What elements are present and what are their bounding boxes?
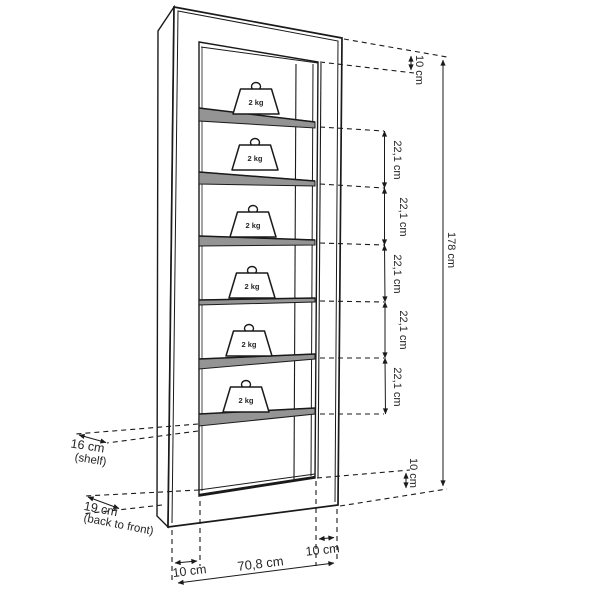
dim-right-frame <box>318 535 335 542</box>
ext-top-inner <box>319 61 415 74</box>
dim-chain-3 <box>381 244 388 303</box>
dim-shelf-spacing-label-5: 22,1 cm <box>391 367 403 406</box>
weight-3: 2 kg <box>229 204 277 238</box>
dim-shelf-depth-label: 16 cm <box>70 436 106 455</box>
weight-label: 2 kg <box>238 396 253 405</box>
weights: 2 kg 2 kg 2 kg 2 kg 2 kg 2 kg <box>222 81 280 413</box>
ext-unit-depth-1 <box>84 489 200 497</box>
weight-4: 2 kg <box>228 265 276 299</box>
niche-floor-back-edge <box>198 473 316 491</box>
ext-bottom-outer <box>339 488 448 507</box>
weight-label: 2 kg <box>248 98 263 107</box>
weight-label: 2 kg <box>247 154 262 163</box>
dimension-lines <box>78 55 446 585</box>
dim-shelf-depth <box>78 433 107 444</box>
shelf-4 <box>198 297 316 306</box>
dim-top-frame-label: 10 cm <box>413 55 425 85</box>
shelf-2 <box>198 171 316 187</box>
dim-total-height-label: 178 cm <box>445 232 457 268</box>
dim-shelf-spacing-label-1: 22,1 cm <box>391 140 403 179</box>
dim-shelf-spacing-label-2: 22,1 cm <box>397 197 409 236</box>
opening-right-edge-outer <box>317 62 322 479</box>
dim-right-frame-label: 10 cm <box>305 541 340 558</box>
dim-bottom-frame-label: 10 cm <box>407 458 419 488</box>
dim-unit-depth <box>87 496 120 509</box>
dim-left-frame-label: 10 cm <box>172 562 207 580</box>
ext-shelf-depth-1 <box>75 423 199 435</box>
dim-unit-depth-note: (back to front) <box>83 512 155 537</box>
dim-shelf-spacing-label-3: 22,1 cm <box>391 254 403 293</box>
shelf-1 <box>198 107 316 129</box>
ext-shelf-depth-2 <box>106 430 199 444</box>
ext-bottom-inner <box>316 469 411 479</box>
dimension-labels: 10 cm 22,1 cm 22,1 cm 22,1 cm 22,1 cm 22… <box>70 55 457 580</box>
shelf-3 <box>198 235 316 247</box>
frame-inset-edge <box>171 10 339 524</box>
weight-5: 2 kg <box>225 323 273 357</box>
niche-ceiling-edge <box>200 46 319 64</box>
ext-shelf-2 <box>319 183 385 189</box>
dim-unit-depth-label: 19 cm <box>83 499 119 519</box>
dim-chain-5 <box>382 357 389 415</box>
niche-floor-front-edge <box>198 475 316 497</box>
dim-shelf-spacing-label-4: 22,1 cm <box>397 310 409 349</box>
weight-2: 2 kg <box>231 137 279 171</box>
ext-top-outer <box>343 38 448 58</box>
weight-label: 2 kg <box>245 221 260 230</box>
dim-shelf-depth-note: (shelf) <box>74 452 108 469</box>
extension-lines <box>75 38 448 584</box>
dim-inner-width-label: 70,8 cm <box>237 553 285 574</box>
ext-shelf-4 <box>319 300 385 303</box>
ext-shelf-1 <box>319 126 385 132</box>
weight-label: 2 kg <box>241 340 256 349</box>
dim-inner-width <box>177 561 335 585</box>
weight-6: 2 kg <box>222 379 270 413</box>
ext-shelf-3 <box>319 242 385 246</box>
ext-unit-depth-2 <box>81 504 163 515</box>
right-wall-inner-edge <box>310 63 314 477</box>
weight-label: 2 kg <box>244 282 259 291</box>
weight-1: 2 kg <box>232 81 280 115</box>
